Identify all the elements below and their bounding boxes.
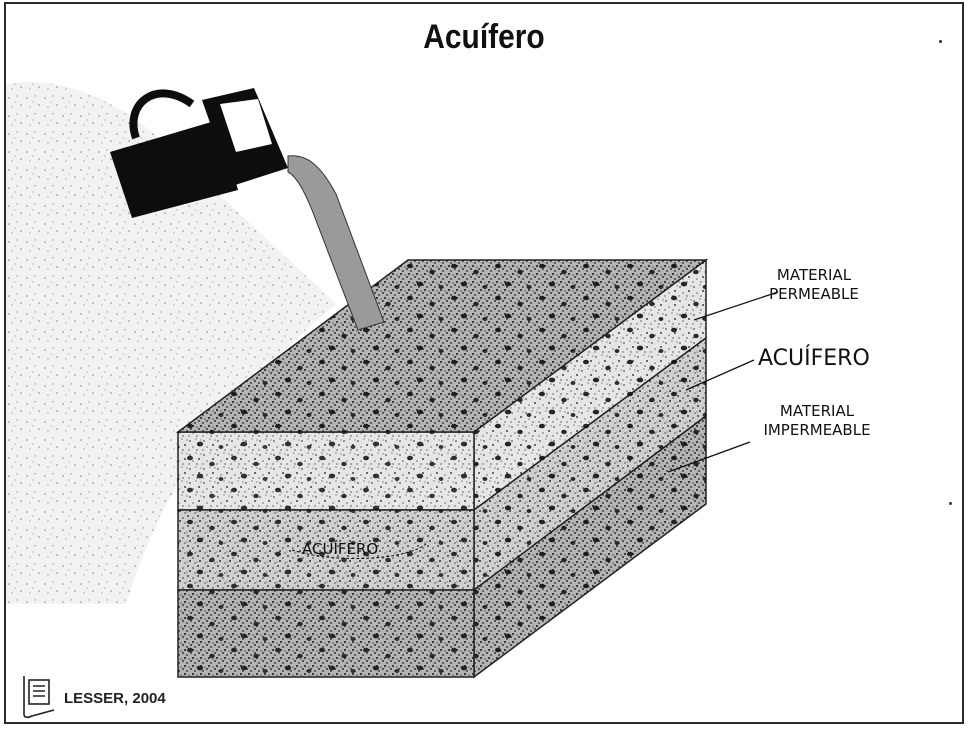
label-aquifer-inner: ACUÍFERO [302,540,378,558]
label-aquifer: ACUÍFERO [758,345,898,373]
label-permeable-line2: PERMEABLE [754,285,874,304]
label-impermeable-material: MATERIAL IMPERMEABLE [742,402,892,440]
stray-dot [949,502,952,505]
label-permeable-line1: MATERIAL [754,266,874,285]
watering-can-icon [110,88,288,218]
label-impermeable-line2: IMPERMEABLE [742,421,892,440]
book-icon [18,674,58,720]
citation: LESSER, 2004 [64,690,166,707]
slide: Acuífero [4,2,964,724]
label-impermeable-line1: MATERIAL [742,402,892,421]
label-permeable-material: MATERIAL PERMEABLE [754,266,874,304]
stray-dot [939,40,942,43]
